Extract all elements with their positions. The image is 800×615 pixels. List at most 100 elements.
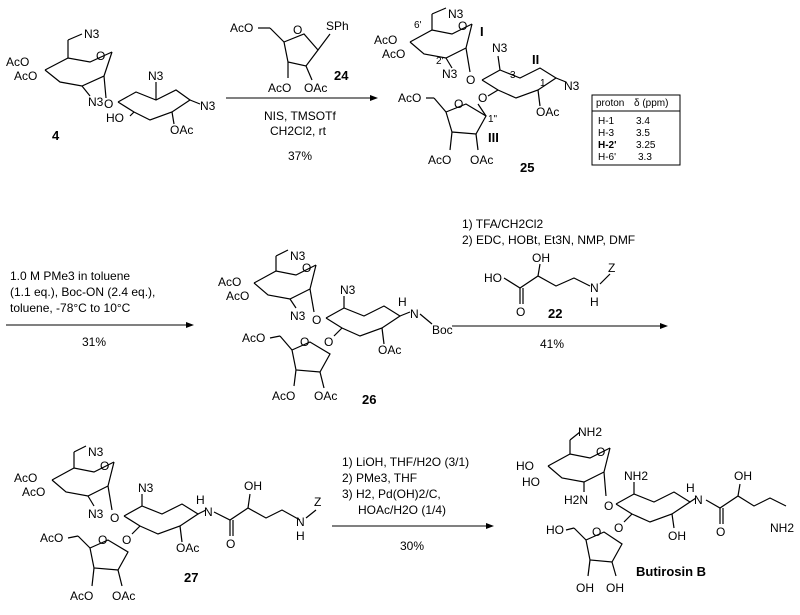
- acetate-label: OAc: [314, 389, 337, 403]
- nitrogen-label: N: [590, 281, 599, 295]
- acetate-label: OAc: [470, 153, 493, 167]
- azide-label: N3: [448, 7, 464, 21]
- ring-oxygen-label: O: [100, 459, 109, 473]
- hydrogen-label: H: [398, 295, 407, 309]
- condition-line: toluene, -78°C to 10°C: [10, 301, 131, 315]
- acetoxy-label: AcO: [40, 531, 63, 545]
- ring-oxygen-label: O: [96, 49, 105, 63]
- compound-25: N3 6' O I AcO AcO 2' N3 O N3 3 II 1 N3 O…: [374, 7, 580, 175]
- hydroxyl-label: OH: [532, 251, 550, 265]
- yield-label: 37%: [288, 149, 312, 163]
- ring-label-II: II: [532, 52, 539, 67]
- table-header-shift: δ (ppm): [634, 98, 668, 109]
- hydroxyl-label: OH: [668, 529, 686, 543]
- yield-label: 31%: [82, 335, 106, 349]
- compound-27: N3 O AcO AcO N3 O N3 N H O OH N H Z OAc …: [14, 445, 321, 603]
- compound-number-26: 26: [362, 392, 376, 407]
- condition-line: 1.0 M PMe3 in toluene: [10, 269, 130, 283]
- acetoxy-label: AcO: [242, 331, 265, 345]
- reaction-arrow-4: 1) LiOH, THF/H2O (3/1) 2) PMe3, THF 3) H…: [332, 455, 494, 553]
- acetoxy-label: AcO: [374, 33, 397, 47]
- condition-line: 2) PMe3, THF: [342, 471, 417, 485]
- compound-26: N3 O AcO AcO N3 O N3 N H Boc OAc O O AcO…: [218, 249, 453, 407]
- condition-line: CH2Cl2, rt: [270, 124, 327, 138]
- table-header-proton: proton: [596, 98, 624, 109]
- table-cell-proton: H-3: [598, 128, 615, 139]
- amine-label: NH2: [624, 469, 648, 483]
- acetate-label: OAc: [112, 589, 135, 603]
- azide-label: N3: [200, 99, 216, 113]
- hydroxyl-label: OH: [734, 469, 752, 483]
- acetate-label: OAc: [536, 105, 559, 119]
- cbz-label: Z: [314, 495, 321, 509]
- acetate-label: OAc: [378, 343, 401, 357]
- reaction-arrow-2: 1.0 M PMe3 in toluene (1.1 eq.), Boc-ON …: [6, 269, 194, 349]
- ring-oxygen-label: O: [293, 23, 302, 37]
- azide-label: N3: [88, 95, 104, 109]
- ring-oxygen-label: O: [98, 533, 107, 547]
- azide-label: N3: [290, 309, 306, 323]
- condition-line: NIS, TMSOTf: [264, 109, 336, 123]
- glycosidic-oxygen: O: [466, 73, 475, 87]
- hydroxyl-label: HO: [484, 271, 502, 285]
- acetoxy-label: AcO: [268, 81, 291, 95]
- acetoxy-label: AcO: [6, 55, 29, 69]
- hydrogen-label: H: [296, 529, 305, 543]
- reagent-24: O SPh AcO AcO OAc 24: [230, 19, 349, 95]
- table-cell-proton: H-1: [598, 116, 615, 127]
- acetoxy-label: AcO: [230, 21, 253, 35]
- acetoxy-label: AcO: [22, 485, 45, 499]
- compound-number-27: 27: [184, 570, 198, 585]
- reaction-arrow-1: NIS, TMSOTf CH2Cl2, rt 37%: [226, 95, 378, 163]
- ring-oxygen-label: O: [300, 335, 309, 349]
- azide-label: N3: [88, 507, 104, 521]
- position-2prime: 2': [436, 56, 444, 67]
- hydroxyl-label: OH: [606, 581, 624, 595]
- ring-oxygen-label: O: [454, 97, 463, 111]
- azide-label: N3: [148, 69, 164, 83]
- condition-line: HOAc/H2O (1/4): [358, 503, 446, 517]
- table-cell-shift: 3.5: [636, 128, 650, 139]
- ring-oxygen-label: O: [458, 19, 467, 33]
- nitrogen-label: N: [694, 493, 703, 507]
- thiophenyl-label: SPh: [326, 19, 349, 33]
- glycosidic-oxygen: O: [104, 97, 113, 111]
- acetate-label: OAc: [304, 81, 327, 95]
- azide-label: N3: [442, 67, 458, 81]
- cbz-label: Z: [608, 261, 615, 275]
- hydroxyl-label: OH: [576, 581, 594, 595]
- condition-line: 2) EDC, HOBt, Et3N, NMP, DMF: [462, 233, 635, 247]
- hydrogen-label: H: [686, 481, 695, 495]
- compound-4: N3 O AcO AcO N3 O N3 N3 HO OAc 4: [6, 27, 216, 143]
- azide-label: N3: [340, 283, 356, 297]
- position-1doubleprime: 1": [488, 114, 498, 125]
- product-name: Butirosin B: [636, 564, 706, 579]
- butirosin-b: NH2 O HO HO H2N O NH2 N H O OH NH2 OH O …: [516, 425, 794, 595]
- table-cell-proton: H-6': [598, 152, 616, 163]
- amine-label: NH2: [578, 425, 602, 439]
- ring-label-I: I: [480, 24, 484, 39]
- condition-line: 1) LiOH, THF/H2O (3/1): [342, 455, 469, 469]
- nitrogen-label: N: [296, 515, 305, 529]
- condition-line: 3) H2, Pd(OH)2/C,: [342, 487, 441, 501]
- azide-label: N3: [492, 41, 508, 55]
- glycosidic-oxygen: O: [614, 521, 623, 535]
- amine-label: NH2: [770, 521, 794, 535]
- table-cell-proton: H-2': [598, 140, 617, 151]
- condition-line: (1.1 eq.), Boc-ON (2.4 eq.),: [10, 285, 155, 299]
- hydroxyl-label: HO: [106, 111, 124, 125]
- table-cell-shift: 3.4: [636, 116, 650, 127]
- ring-label-III: III: [488, 130, 499, 145]
- glycosidic-oxygen: O: [324, 335, 333, 349]
- amine-label: H2N: [564, 493, 588, 507]
- azide-label: N3: [88, 445, 104, 459]
- hydrogen-label: H: [590, 295, 599, 309]
- azide-label: N3: [290, 249, 306, 263]
- table-cell-shift: 3.3: [638, 152, 652, 163]
- azide-label: N3: [564, 79, 580, 93]
- hydroxyl-label: HO: [516, 459, 534, 473]
- acetoxy-label: AcO: [14, 69, 37, 83]
- hydroxyl-label: HO: [522, 475, 540, 489]
- table-cell-shift: 3.25: [636, 140, 656, 151]
